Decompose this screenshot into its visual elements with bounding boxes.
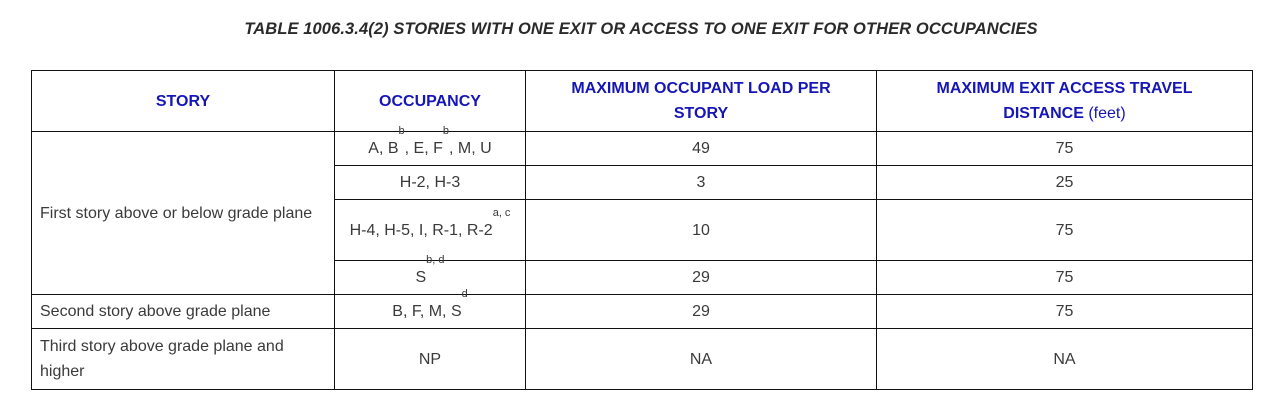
header-max-travel-distance: MAXIMUM EXIT ACCESS TRAVEL DISTANCE (fee… <box>876 70 1253 132</box>
max-occupant-load-cell: 29 <box>525 294 877 329</box>
max-occupant-load-cell: NA <box>525 328 877 390</box>
max-travel-distance-cell: 25 <box>876 165 1253 200</box>
header-row: STORY OCCUPANCY MAXIMUM OCCUPANT LOAD PE… <box>31 70 1253 132</box>
footnote-ref: a, c <box>492 206 511 219</box>
occupancy-text: A, B <box>368 140 399 157</box>
occupancy-cell: H-2, H-3 <box>334 165 526 200</box>
occupancy-cell: NP <box>334 328 526 390</box>
occupancy-cell: A, B b , E, F b , M, U <box>334 126 526 166</box>
header-max-occupant-load-line1: MAXIMUM OCCUPANT LOAD PER <box>571 80 831 97</box>
table-row: Second story above grade plane B, F, M, … <box>31 289 1253 329</box>
occupancy-text: S <box>415 269 427 286</box>
header-unit-feet: (feet) <box>1088 105 1126 122</box>
occupancy-text: , M, U <box>449 140 492 157</box>
table-title: TABLE 1006.3.4(2) STORIES WITH ONE EXIT … <box>244 19 1038 38</box>
max-occupant-load-cell: 3 <box>525 165 877 200</box>
table-row: First story above or below grade plane A… <box>31 126 1253 295</box>
footnote-ref: b, d <box>426 254 445 266</box>
occupancy-text: H-4, H-5, I, R-1, R-2 <box>349 221 493 239</box>
table-row: H-2, H-3 3 25 <box>32 165 1253 200</box>
max-travel-distance-cell: 75 <box>876 199 1253 261</box>
table-row: Third story above grade plane and higher… <box>31 328 1253 390</box>
occupancy-text: , E, F <box>404 140 443 157</box>
header-story: STORY <box>31 70 335 132</box>
footnote-ref: b <box>442 125 450 137</box>
occupancy-table: STORY OCCUPANCY MAXIMUM OCCUPANT LOAD PE… <box>31 70 1253 390</box>
header-max-occupant-load-line2: STORY <box>673 105 729 122</box>
header-max-travel-distance-line1: MAXIMUM EXIT ACCESS TRAVEL <box>936 80 1193 97</box>
header-occupancy: OCCUPANCY <box>334 70 526 132</box>
max-travel-distance-cell: 75 <box>876 131 1253 166</box>
story-cell: First story above or below grade plane <box>31 131 335 295</box>
max-occupant-load-cell: 49 <box>525 131 877 166</box>
occupancy-cell: Sb, d <box>334 255 526 295</box>
occupancy-cell: B, F, M, S d <box>334 289 526 329</box>
occupancy-cell: H-4, H-5, I, R-1, R-2 a, c <box>334 199 526 261</box>
story-cell: Second story above grade plane <box>31 294 335 329</box>
max-travel-distance-cell: NA <box>876 328 1253 390</box>
footnote-ref: b <box>398 125 405 137</box>
occupancy-text: B, F, M, S <box>392 303 462 320</box>
header-max-travel-distance-line2: DISTANCE <box>1003 105 1084 122</box>
story-cell: Third story above grade plane and higher <box>31 328 335 390</box>
max-occupant-load-cell: 29 <box>525 260 877 295</box>
max-travel-distance-cell: 75 <box>876 260 1253 295</box>
header-max-occupant-load: MAXIMUM OCCUPANT LOAD PER STORY <box>525 70 877 132</box>
max-travel-distance-cell: 75 <box>876 294 1253 329</box>
footnote-ref: d <box>461 288 468 300</box>
table-row: H-4, H-5, I, R-1, R-2 a, c 10 75 <box>32 199 1253 261</box>
max-occupant-load-cell: 10 <box>525 199 877 261</box>
